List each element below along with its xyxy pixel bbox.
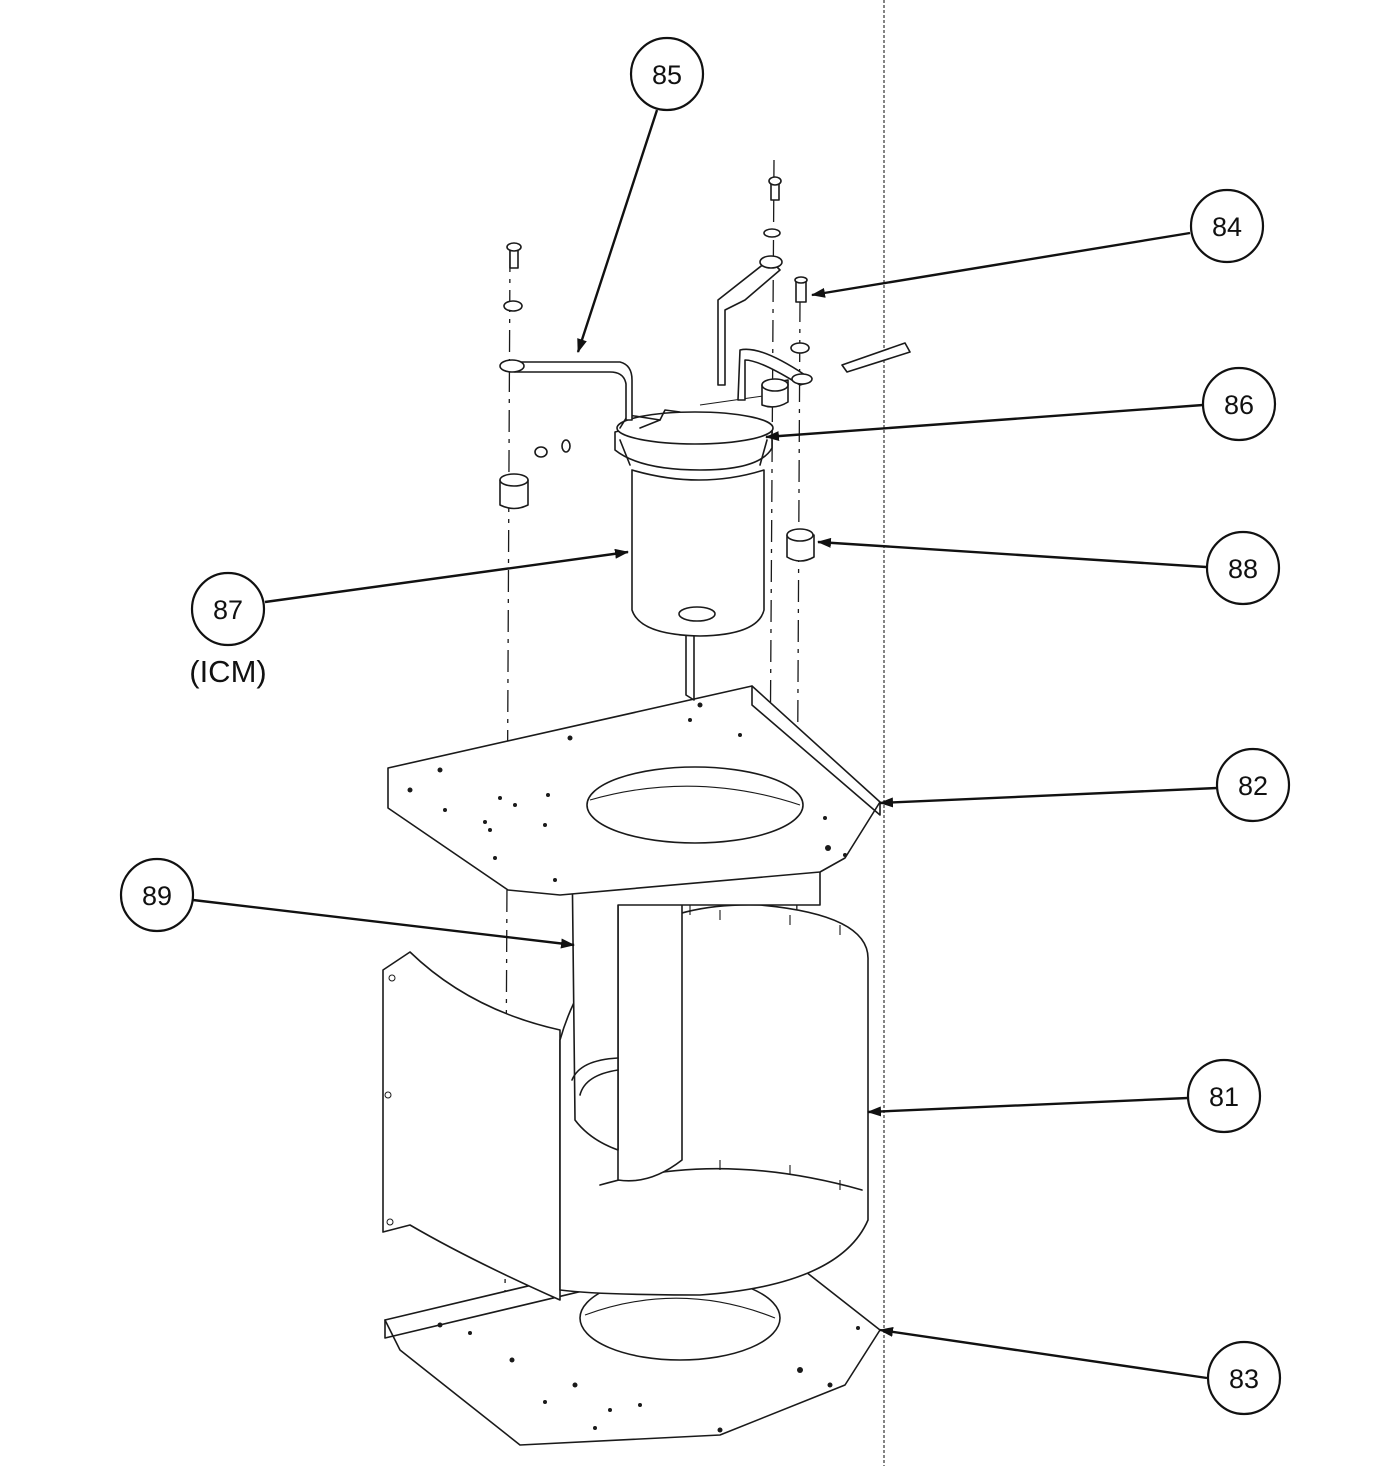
blower-housing bbox=[382, 884, 869, 1301]
callout-81-label: 81 bbox=[1209, 1082, 1239, 1112]
callout-82-label: 82 bbox=[1238, 771, 1268, 801]
callout-88-label: 88 bbox=[1228, 554, 1258, 584]
callout-87-label: 87 bbox=[213, 595, 243, 625]
callout-84: 84 bbox=[1189, 188, 1265, 264]
callout-89: 89 bbox=[119, 857, 195, 933]
motor-mounting-ring bbox=[619, 394, 771, 429]
callout-81: 81 bbox=[1186, 1058, 1262, 1134]
callout-83-label: 83 bbox=[1229, 1364, 1259, 1394]
motor-mounting-arms bbox=[499, 255, 911, 421]
callout-83: 83 bbox=[1206, 1340, 1282, 1416]
callout-88: 88 bbox=[1205, 530, 1281, 606]
callout-84-label: 84 bbox=[1212, 212, 1242, 242]
upper-mounting-plate bbox=[387, 685, 881, 896]
callout-89-label: 89 bbox=[142, 881, 172, 911]
fastener-hardware bbox=[499, 176, 815, 562]
icm-note: (ICM) bbox=[189, 654, 266, 689]
callout-85-label: 85 bbox=[652, 60, 682, 90]
callout-82: 82 bbox=[1215, 747, 1291, 823]
callout-leaders bbox=[192, 109, 1218, 1380]
callout-87: 87 (ICM) bbox=[189, 571, 267, 689]
motor-icm bbox=[614, 411, 774, 701]
callout-86-label: 86 bbox=[1224, 390, 1254, 420]
callout-86: 86 bbox=[1201, 366, 1277, 442]
callout-85: 85 bbox=[629, 36, 705, 112]
